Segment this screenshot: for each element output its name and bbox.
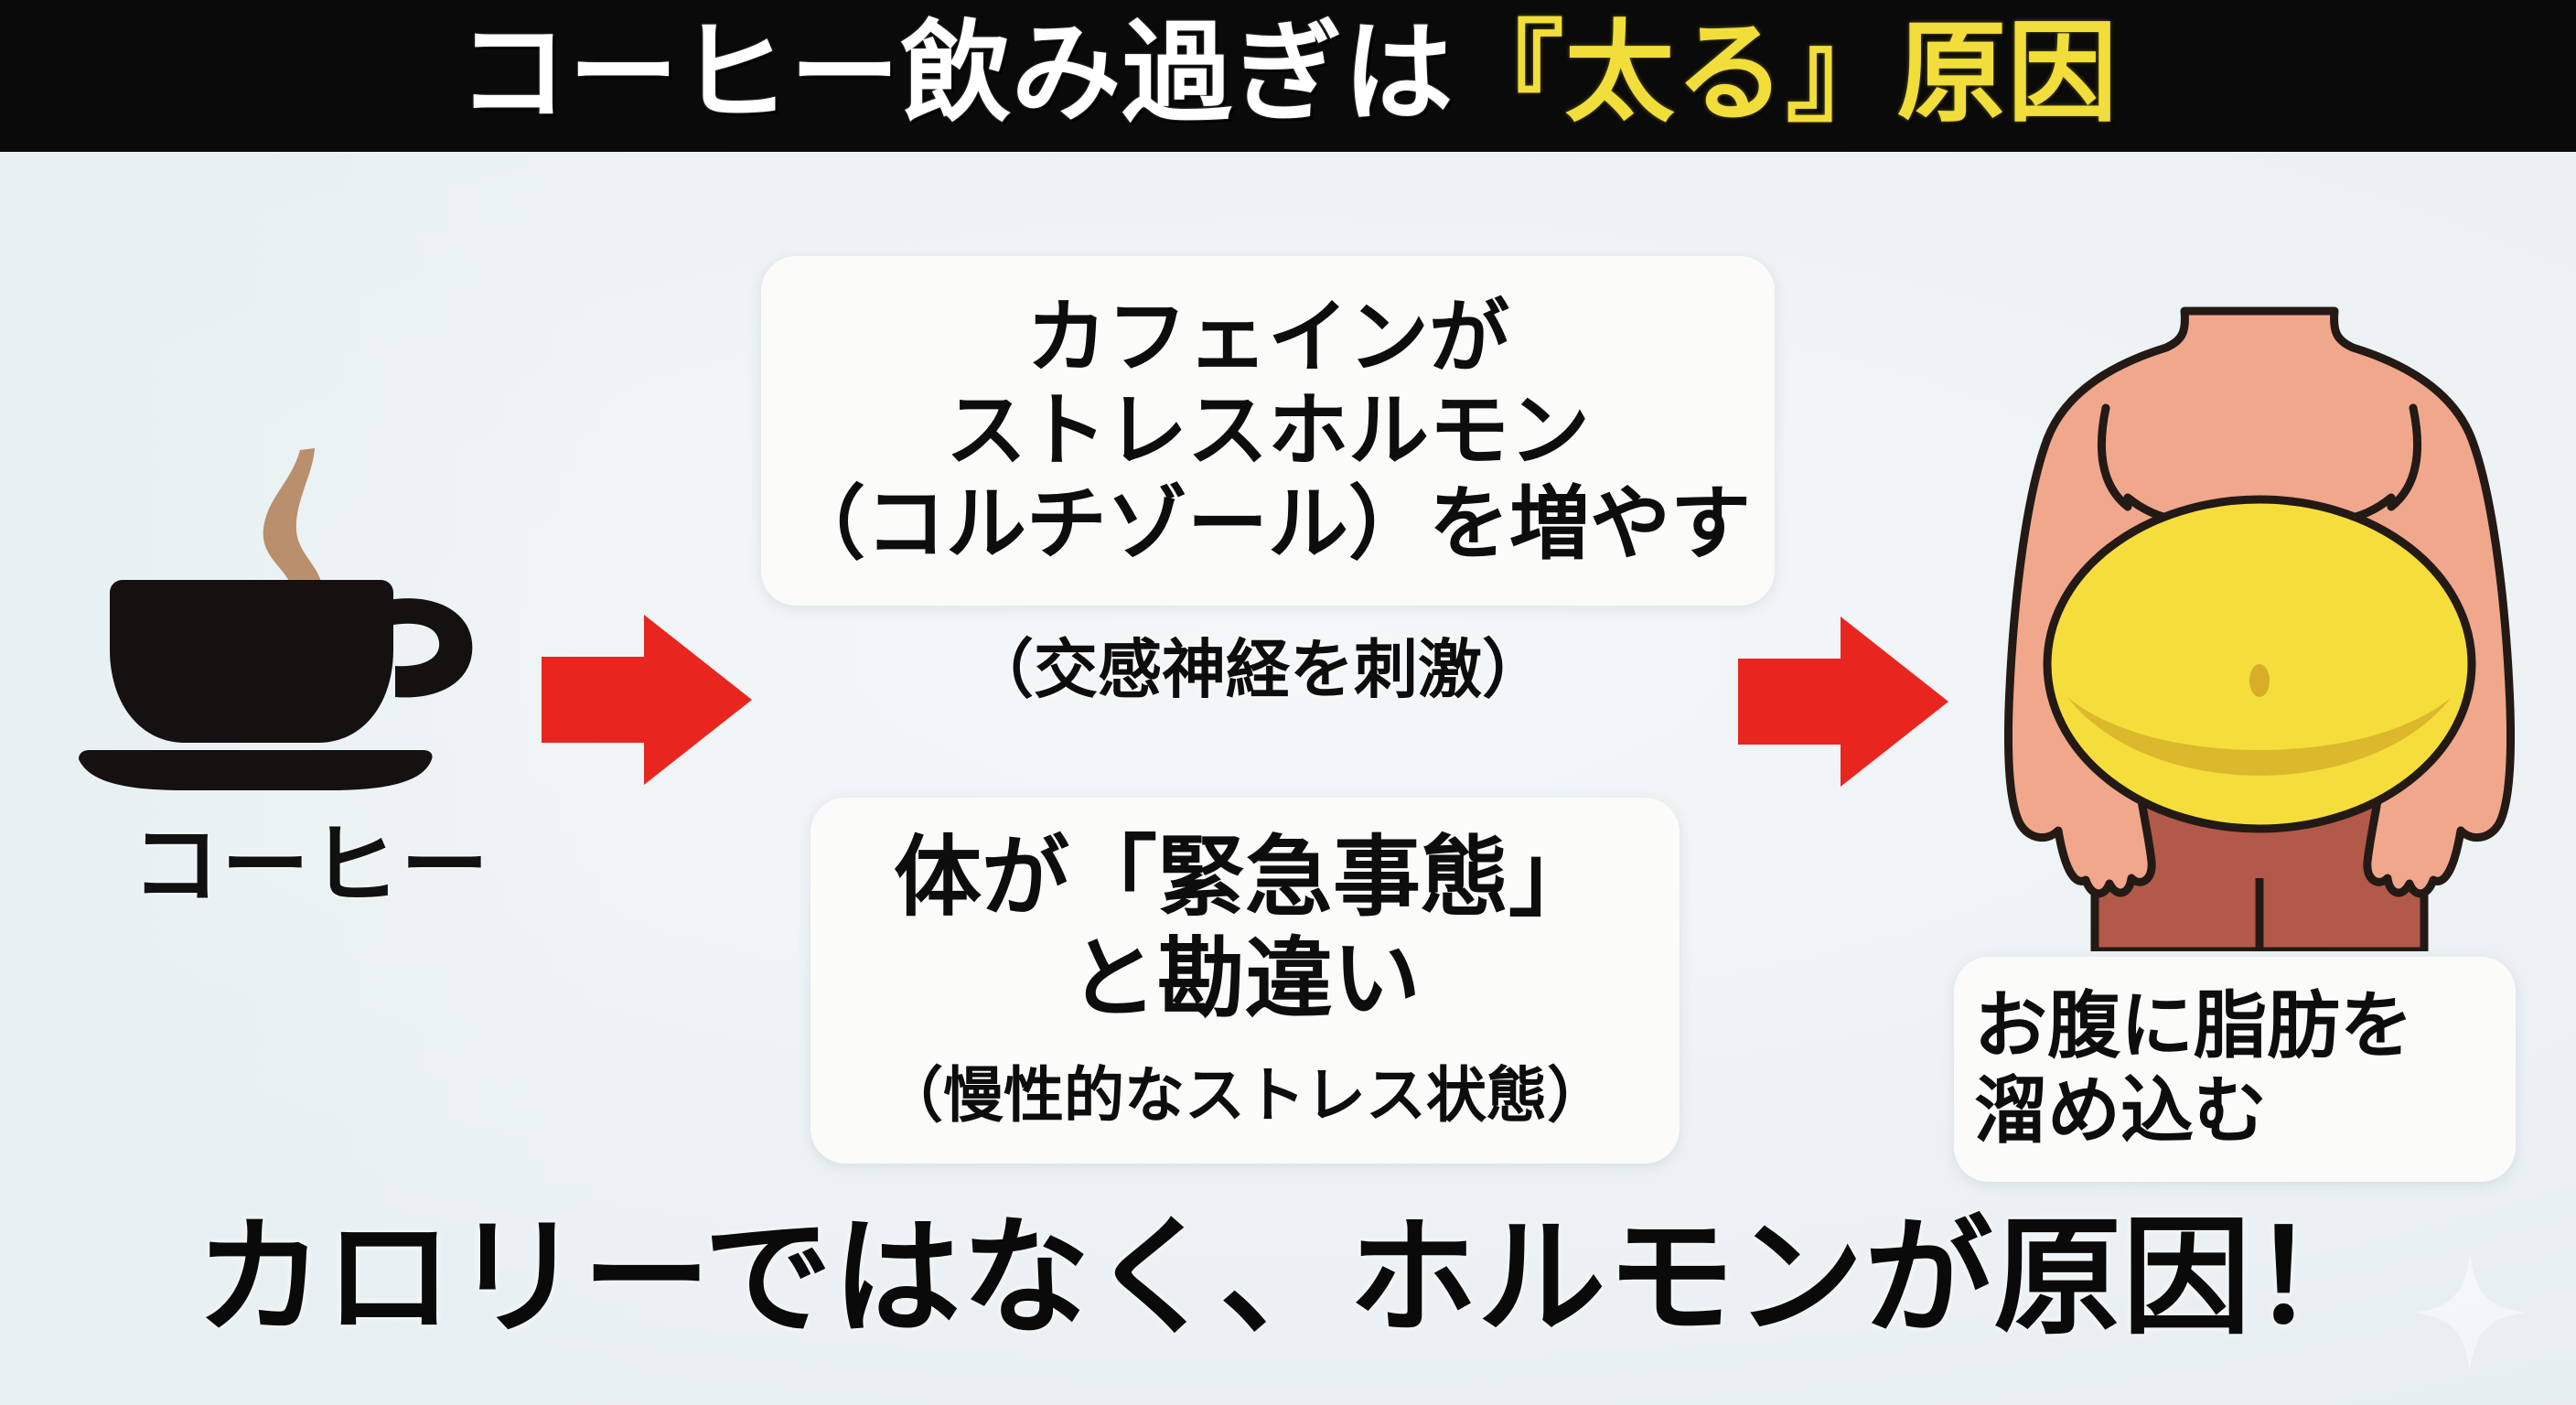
chest-fold-left xyxy=(2098,403,2132,511)
arrow-right-icon-1 xyxy=(542,613,752,787)
coffee-cup-icon xyxy=(55,430,567,814)
arrow-right-icon-2 xyxy=(1738,615,1948,788)
cortisol-line-1: カフェインが xyxy=(1025,289,1509,384)
emergency-caption: （慢性的なストレス状態） xyxy=(883,1060,1607,1132)
cortisol-caption: （交感神経を刺激） xyxy=(970,632,1546,707)
card-belly-fat: お腹に脂肪を 溜め込む xyxy=(1954,957,2516,1182)
coffee-source-block: コーヒー xyxy=(55,430,567,912)
belly-fat-line-1: お腹に脂肪を xyxy=(1974,983,2413,1069)
arrow-shape xyxy=(542,615,752,785)
bottom-conclusion-caption: カロリーではなく、ホルモンが原因！ xyxy=(195,1204,2381,1353)
title-plain-part: コーヒー飲み過ぎは xyxy=(457,10,1454,137)
arrow-shape xyxy=(1738,617,1948,787)
chest-fold-right xyxy=(2387,403,2421,511)
title-bar: コーヒー飲み過ぎは『太る』原因 xyxy=(0,0,2576,152)
cup-handle-shape xyxy=(388,598,473,698)
card-emergency-state: 体が「緊急事態」 と勘違い （慢性的なストレス状態） xyxy=(810,798,1680,1164)
title-highlight-part: 『太る』原因 xyxy=(1454,10,2119,137)
emergency-line-1: 体が「緊急事態」 xyxy=(894,825,1596,928)
belly-fat-line-2: 溜め込む xyxy=(1974,1068,2267,1153)
saucer-shape xyxy=(79,750,433,790)
emergency-line-2: と勘違い xyxy=(1069,928,1421,1030)
page-title: コーヒー飲み過ぎは『太る』原因 xyxy=(458,19,2119,129)
navel-shape xyxy=(2249,664,2270,697)
belly-fold-shape xyxy=(2067,697,2452,776)
cortisol-line-2: ストレスホルモン xyxy=(945,382,1590,477)
cortisol-line-3: （コルチゾール）を増やす xyxy=(784,477,1751,572)
obese-torso-illustration xyxy=(1958,271,2561,956)
cup-body-shape xyxy=(110,580,393,743)
card-cortisol: カフェインが ストレスホルモン （コルチゾール）を増やす xyxy=(761,256,1775,606)
coffee-label: コーヒー xyxy=(132,814,490,917)
